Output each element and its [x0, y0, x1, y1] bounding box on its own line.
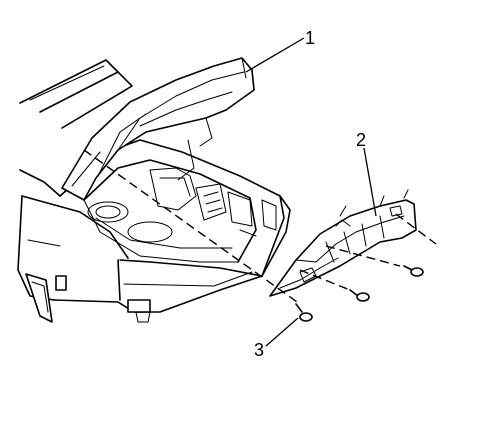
trunk-trim-panel: [269, 189, 417, 297]
leader-3: [265, 317, 299, 347]
fastener-bottom: [295, 303, 313, 322]
callout-2: 2: [356, 130, 366, 150]
callout-3: 3: [254, 340, 264, 360]
fastener-group: [295, 265, 424, 322]
installation-lines: [83, 149, 437, 305]
fastener-right: [403, 265, 424, 277]
fastener-middle: [349, 289, 370, 302]
deck-lid: [61, 57, 255, 201]
callout-1: 1: [305, 28, 315, 48]
leader-lines: [245, 37, 377, 347]
leader-1: [245, 37, 305, 73]
leader-2: [363, 147, 377, 217]
